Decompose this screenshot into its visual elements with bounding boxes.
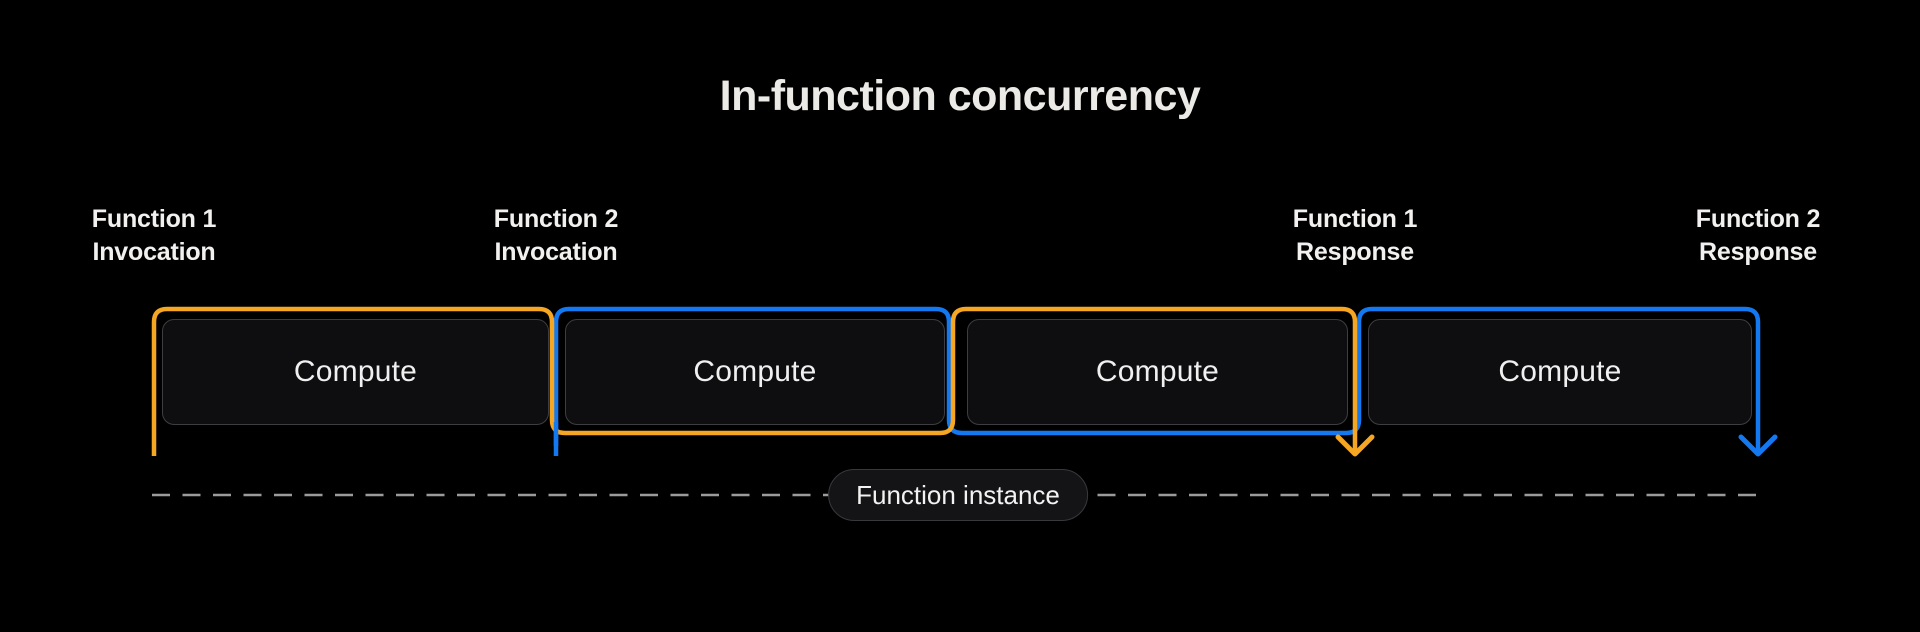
compute-box-label: Compute xyxy=(1095,355,1220,388)
compute-box-2: Compute xyxy=(565,319,945,425)
event-name: Function 2 xyxy=(1695,205,1821,233)
function-instance-pill-label: Function instance xyxy=(856,479,1060,510)
label-function1-invocation: Function 1 Invocation xyxy=(91,203,217,269)
compute-box-4: Compute xyxy=(1368,319,1752,425)
event-name: Function 1 xyxy=(1292,205,1418,233)
compute-box-label: Compute xyxy=(693,355,817,388)
diagram-title: In-function concurrency xyxy=(719,72,1201,120)
label-function1-response: Function 1 Response xyxy=(1292,203,1418,269)
event-phase: Response xyxy=(1296,238,1414,266)
compute-box-label: Compute xyxy=(293,355,418,388)
event-phase: Invocation xyxy=(92,238,216,266)
compute-box-3: Compute xyxy=(967,319,1348,425)
function2-response-arrowhead-icon xyxy=(1738,434,1778,457)
function-instance-pill: Function instance xyxy=(828,469,1088,521)
event-phase: Invocation xyxy=(494,238,618,266)
event-name: Function 1 xyxy=(91,205,217,233)
label-function2-response: Function 2 Response xyxy=(1695,203,1821,269)
function1-response-arrowhead-icon xyxy=(1335,434,1375,457)
compute-box-1: Compute xyxy=(162,319,549,425)
event-phase: Response xyxy=(1699,238,1817,266)
compute-box-label: Compute xyxy=(1498,355,1622,388)
label-function2-invocation: Function 2 Invocation xyxy=(493,203,619,269)
event-name: Function 2 xyxy=(493,205,619,233)
